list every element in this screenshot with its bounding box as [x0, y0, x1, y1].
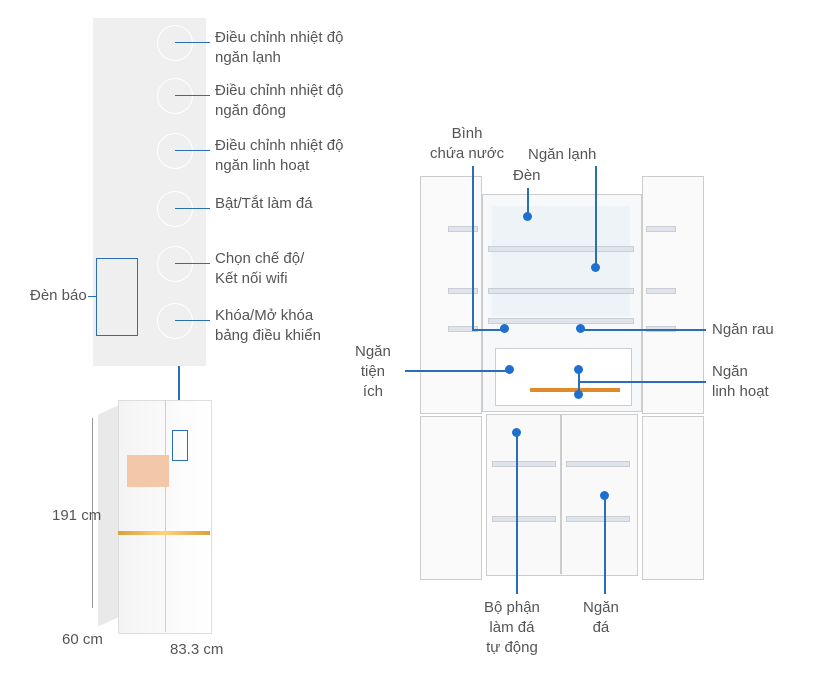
panel-button[interactable]	[157, 246, 193, 282]
panel-button-label: Chọn chế độ/ Kết nối wifi	[215, 250, 305, 287]
indicator-box	[96, 258, 138, 336]
panel-button-label: Điều chỉnh nhiệt độ ngăn lạnh	[215, 29, 344, 66]
label-light: Đèn	[513, 167, 541, 184]
panel-button[interactable]	[157, 25, 193, 61]
label-fridge: Ngăn lạnh	[528, 146, 597, 163]
height-dim: 191 cm	[52, 507, 102, 524]
panel-button-label: Khóa/Mở khóa bảng điều khiển	[215, 307, 321, 344]
panel-button[interactable]	[157, 78, 193, 114]
panel-button[interactable]	[157, 303, 193, 339]
panel-marker	[172, 430, 188, 461]
label-water-tank: Bình chứa nước	[430, 125, 505, 162]
fridge-poster	[127, 455, 169, 487]
label-ice-maker: Bộ phận làm đá tự động	[484, 599, 540, 656]
width-dim: 83.3 cm	[170, 641, 224, 658]
panel-button-label: Bật/Tắt làm đá	[215, 195, 313, 212]
indicator-label: Đèn báo	[30, 287, 87, 304]
panel-button[interactable]	[157, 191, 193, 227]
panel-button-label: Điều chỉnh nhiệt độ ngăn đông	[215, 82, 344, 119]
label-vegetable: Ngăn rau	[712, 321, 774, 338]
label-freezer: Ngăn đá	[583, 599, 619, 636]
fridge-open	[420, 176, 704, 588]
label-flexible: Ngăn linh hoạt	[712, 363, 769, 400]
panel-button[interactable]	[157, 133, 193, 169]
label-utility: Ngăn tiện ích	[355, 343, 391, 400]
depth-dim: 60 cm	[62, 631, 103, 648]
panel-button-label: Điều chỉnh nhiệt độ ngăn linh hoạt	[215, 137, 344, 174]
